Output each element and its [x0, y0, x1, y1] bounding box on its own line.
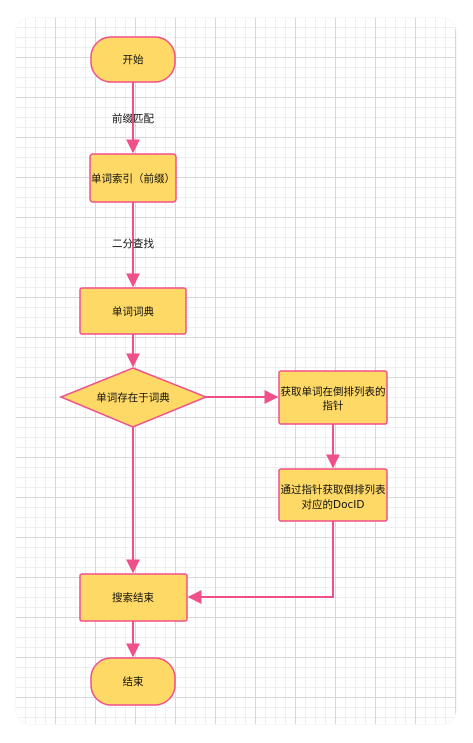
- end-node: 结束: [90, 657, 176, 706]
- word-index-node: 单词索引（前缀）: [89, 153, 177, 203]
- start-node-label: 开始: [123, 53, 144, 66]
- get-docid-node-label-line2: 对应的DocID: [302, 498, 365, 511]
- search-end-node: 搜索结束: [79, 573, 188, 622]
- word-index-node-label: 单词索引（前缀）: [91, 172, 175, 185]
- search-end-node-label: 搜索结束: [112, 591, 154, 604]
- get-pointer-node-label-line1: 获取单词在倒排列表的: [281, 385, 386, 398]
- edge-docid-to-search-end: [187, 521, 334, 604]
- start-node-shape: [90, 36, 176, 83]
- end-node-shape: [90, 657, 176, 706]
- decision-node-label: 单词存在于词典: [96, 391, 170, 404]
- edge-label-binary-search: 二分查找: [112, 237, 154, 250]
- get-pointer-node-label-line2: 指针: [323, 399, 344, 412]
- edges: [126, 82, 340, 658]
- get-pointer-node: 获取单词在倒排列表的 指针: [278, 370, 388, 425]
- decision-node-shape: [59, 367, 209, 428]
- get-pointer-node-shape: [278, 370, 388, 425]
- edge-label-prefix-match: 前缀匹配: [112, 112, 154, 125]
- get-docid-node-label-line1: 通过指针获取倒排列表: [281, 483, 386, 496]
- dictionary-node-shape: [79, 287, 187, 335]
- decision-node: 单词存在于词典: [59, 367, 209, 428]
- word-index-node-shape: [89, 153, 177, 203]
- dictionary-node-label: 单词词典: [112, 305, 154, 318]
- dictionary-node: 单词词典: [79, 287, 187, 335]
- search-end-node-shape: [79, 573, 188, 622]
- get-docid-node: 通过指针获取倒排列表 对应的DocID: [278, 468, 388, 522]
- get-docid-node-shape: [278, 468, 388, 522]
- start-node: 开始: [90, 36, 176, 83]
- end-node-label: 结束: [123, 675, 144, 688]
